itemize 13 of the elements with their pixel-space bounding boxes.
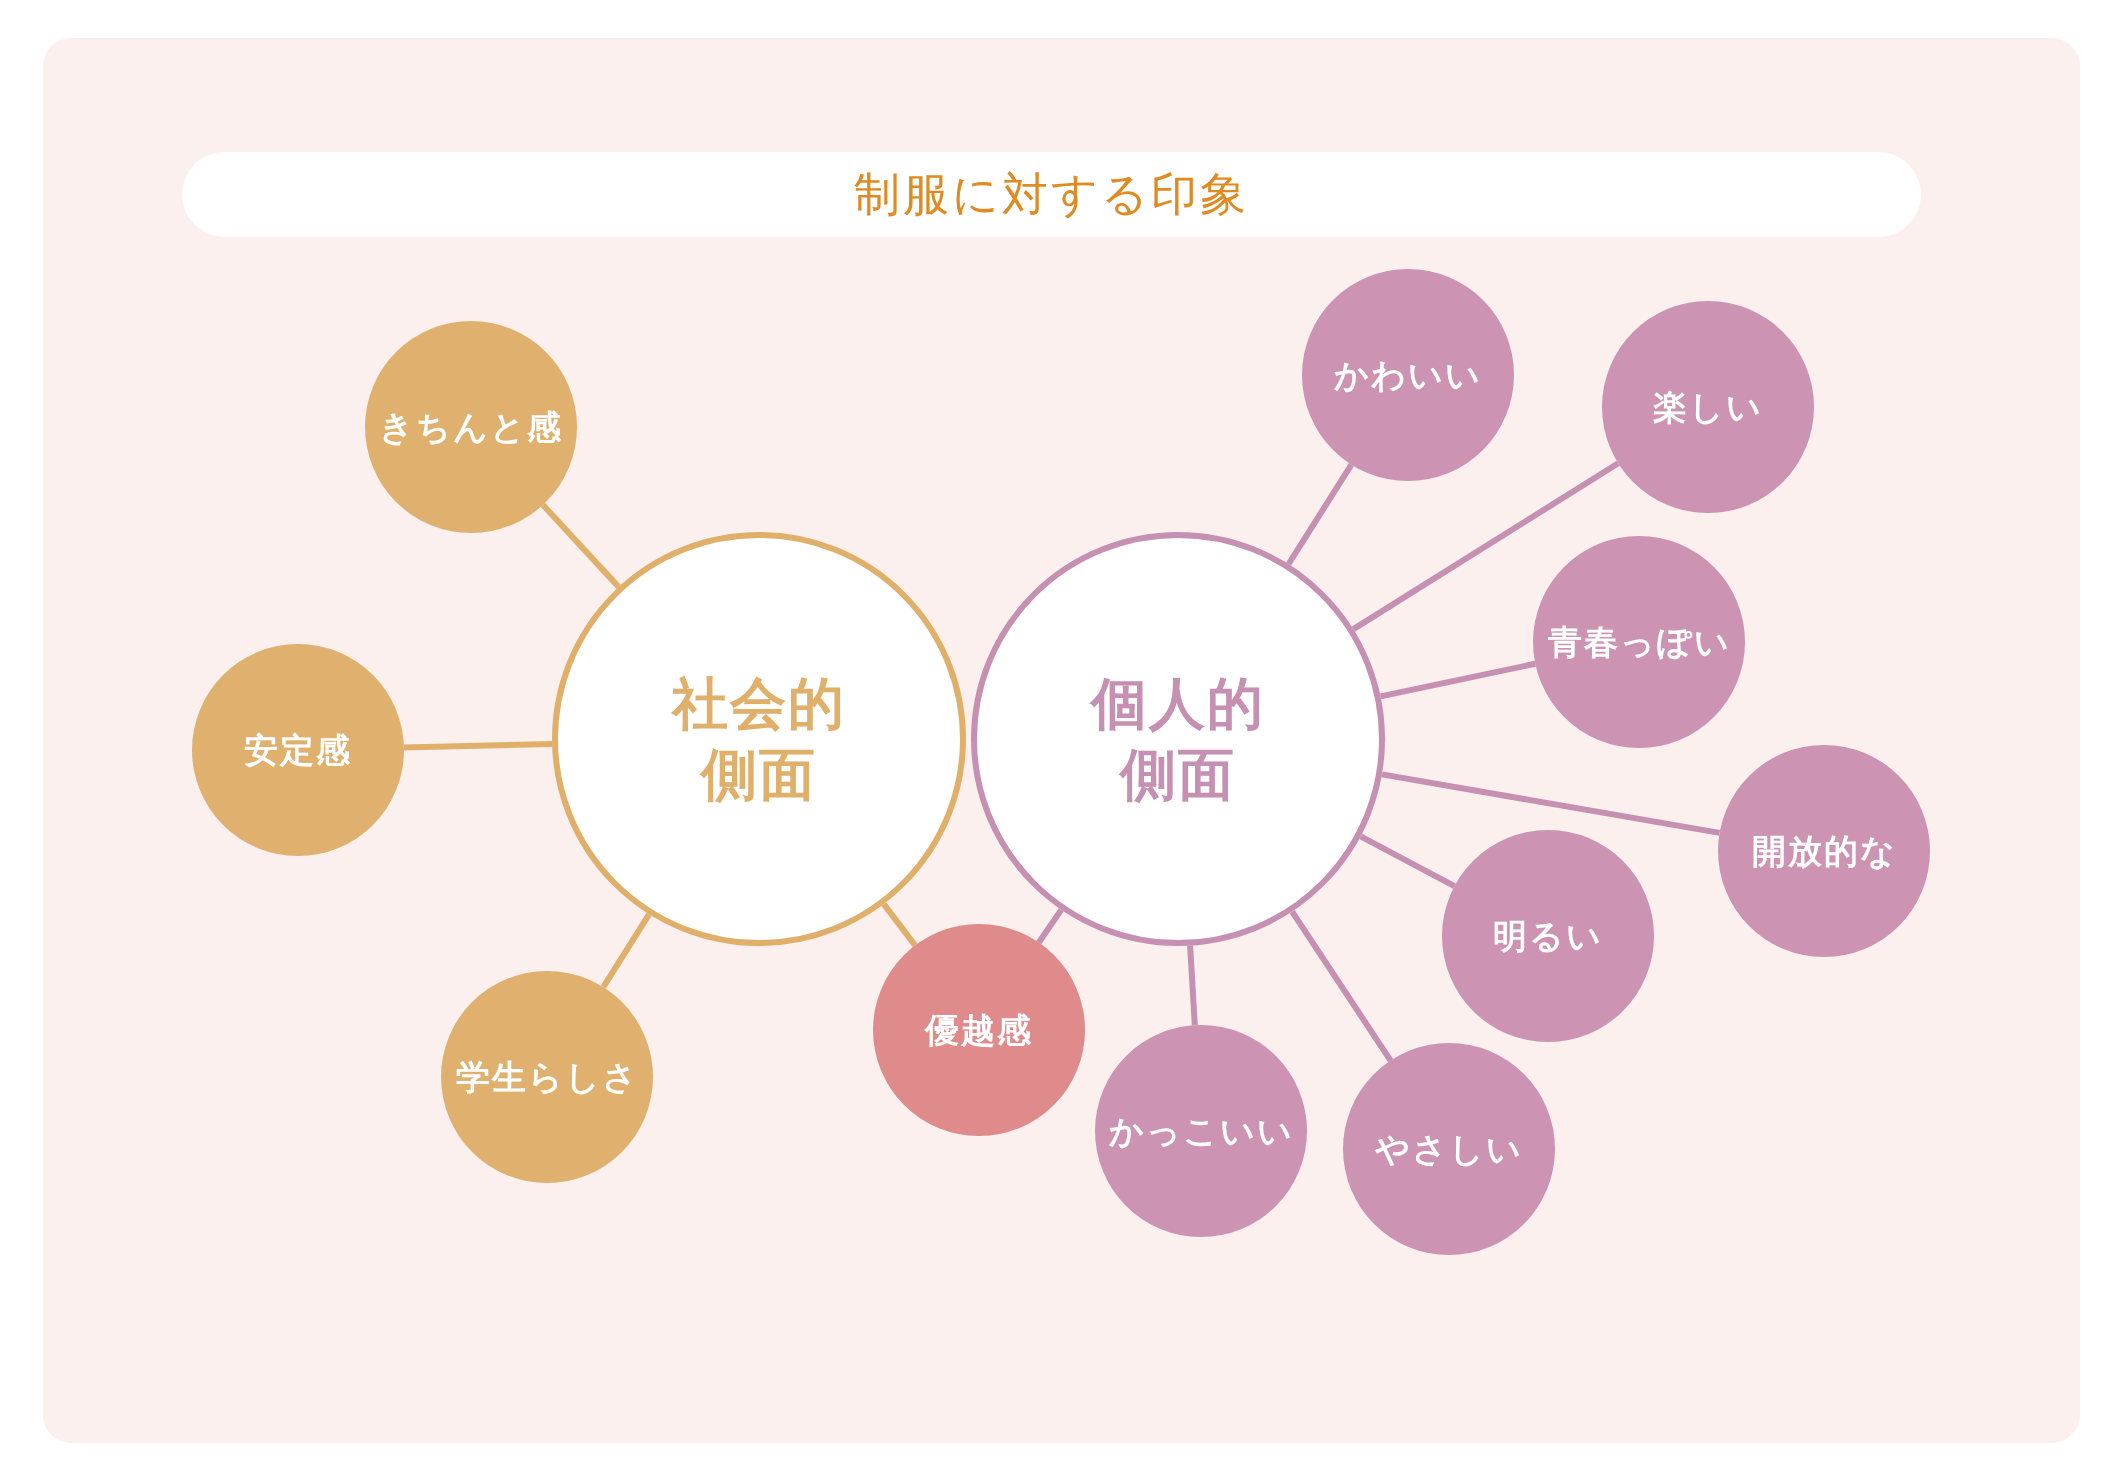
connector-line — [1289, 910, 1394, 1063]
connector-line — [1351, 460, 1620, 632]
connector-line — [1187, 945, 1198, 1026]
connector-line — [1381, 771, 1721, 836]
connector-line — [1286, 463, 1354, 566]
connector-line — [881, 902, 918, 948]
connector-line — [1379, 660, 1536, 700]
title-banner: 制服に対する印象 — [182, 152, 1921, 237]
connector-line — [600, 912, 652, 989]
connector-line — [403, 740, 553, 751]
connector-line — [1359, 833, 1456, 889]
connector-line — [540, 502, 621, 589]
connector-line — [1036, 908, 1064, 945]
